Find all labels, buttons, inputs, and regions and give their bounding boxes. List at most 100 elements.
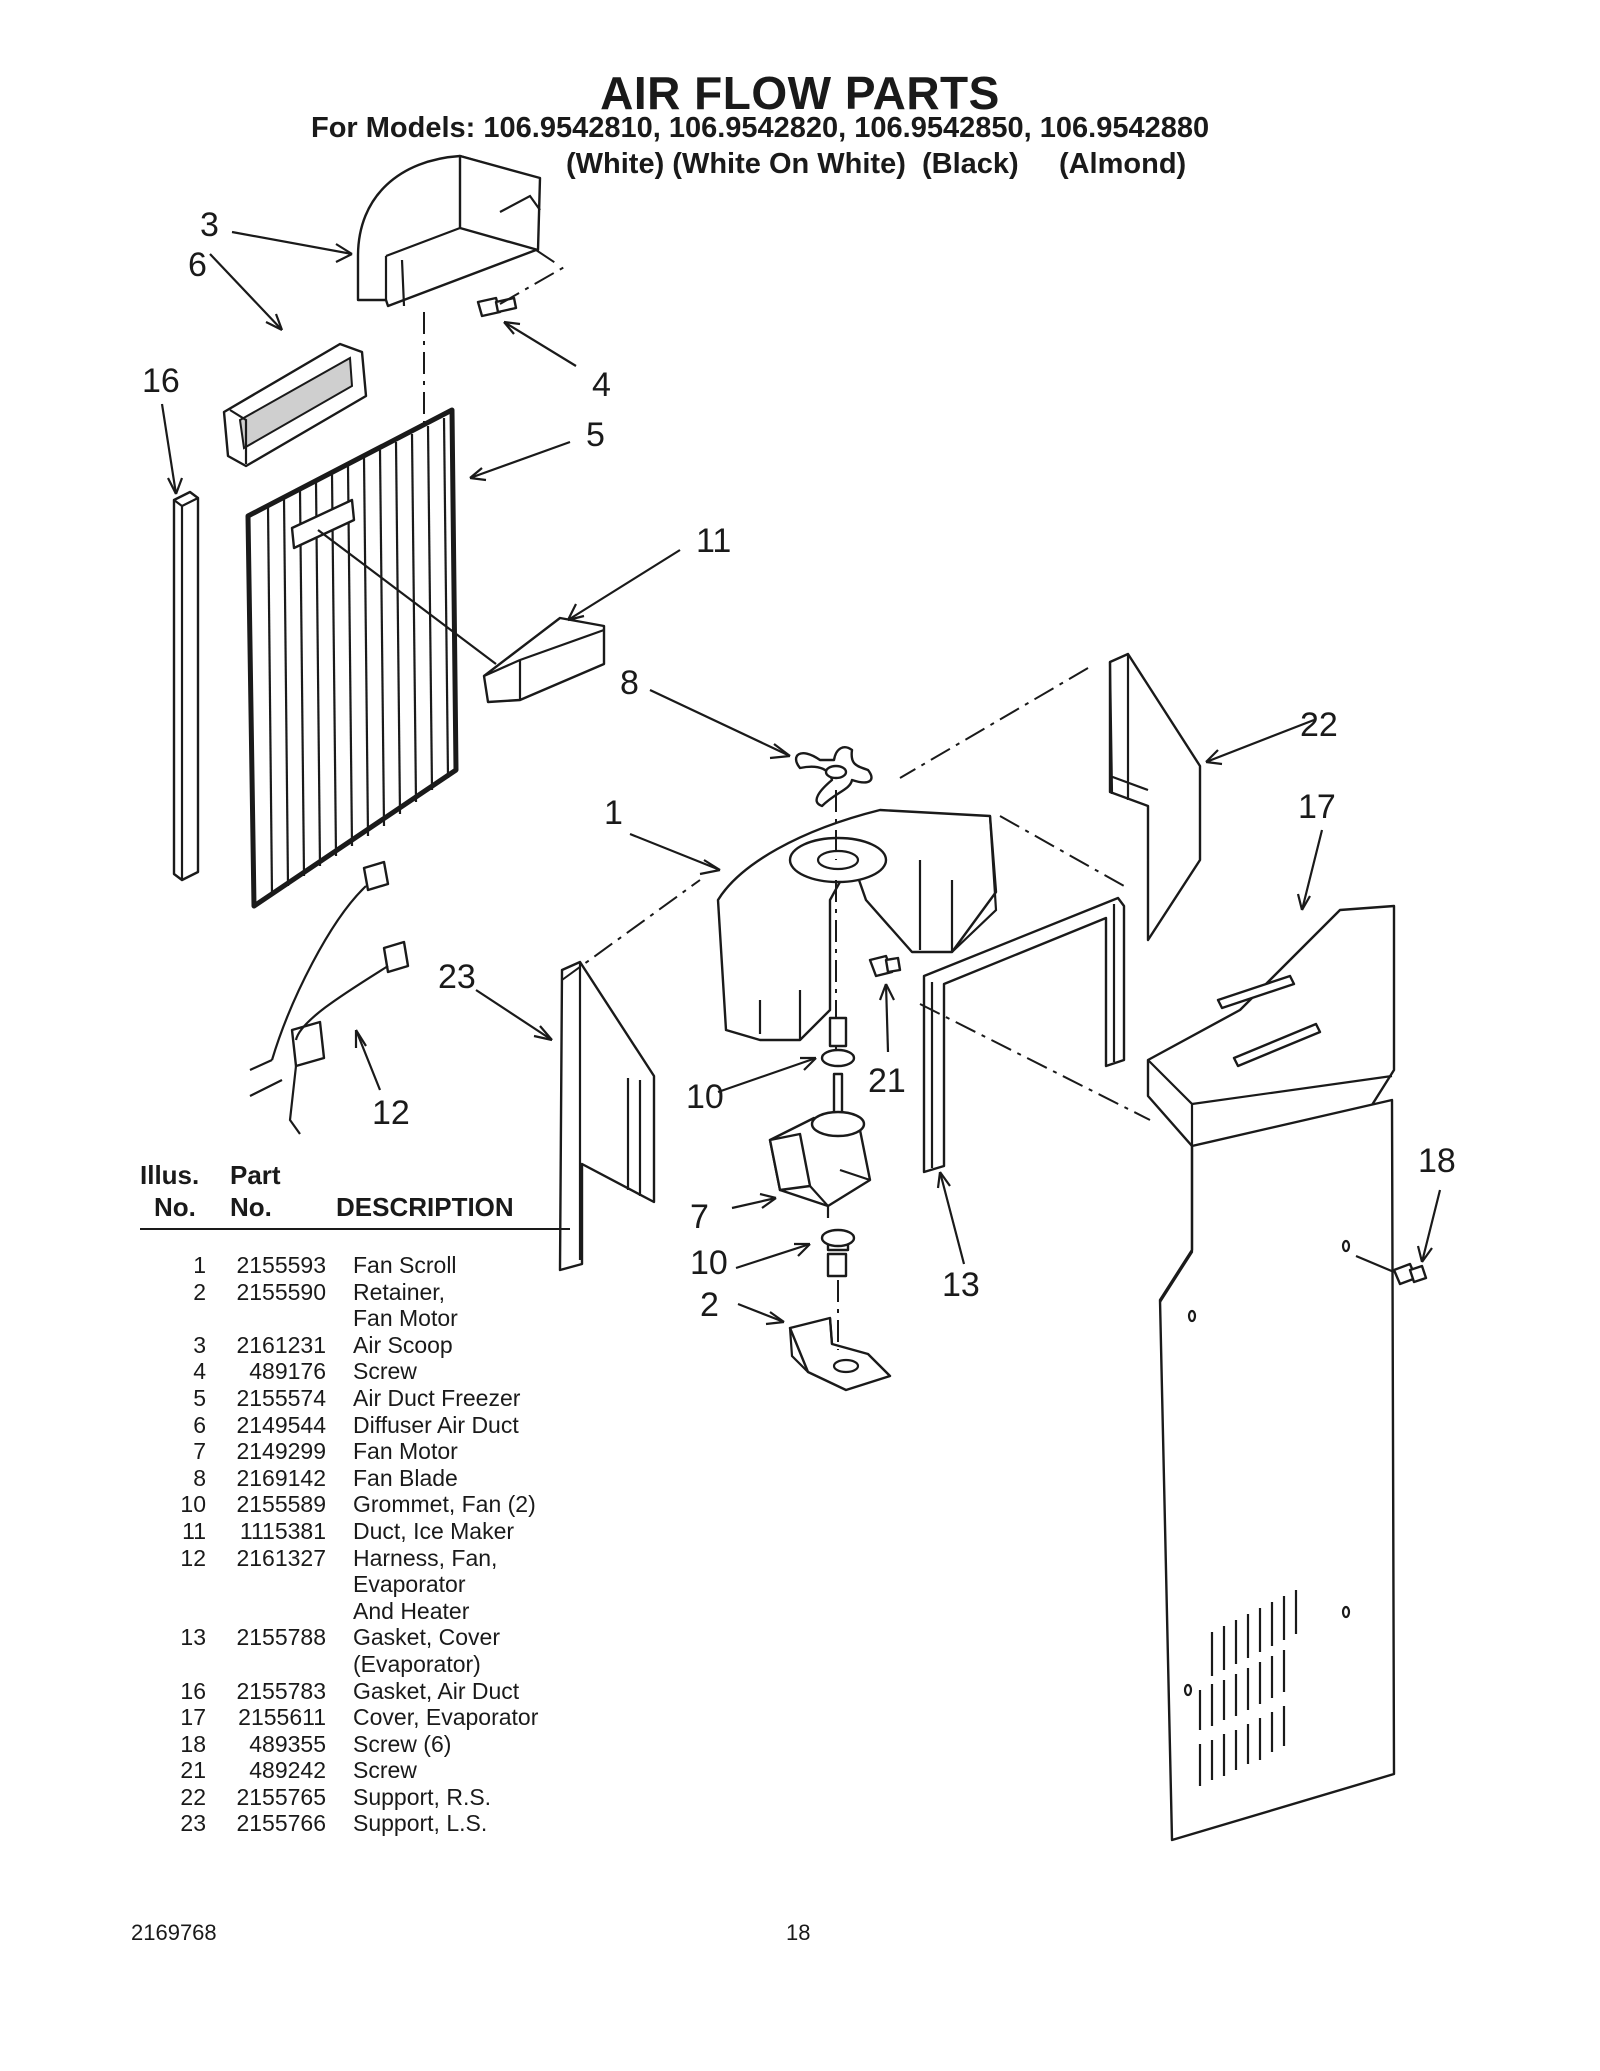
callout-22: 22 bbox=[1300, 706, 1338, 744]
part-description: Retainer, bbox=[353, 1278, 446, 1305]
part-description: (Evaporator) bbox=[353, 1650, 481, 1677]
illus-number: 12 bbox=[180, 1544, 206, 1571]
illus-number: 6 bbox=[193, 1411, 206, 1438]
illus-number: 10 bbox=[180, 1491, 206, 1518]
part-description: Support, L.S. bbox=[353, 1810, 488, 1837]
parts-table-header: Illus. No. Part No. DESCRIPTION bbox=[140, 1160, 570, 1230]
part-description: Fan Blade bbox=[353, 1464, 458, 1491]
callout-8: 8 bbox=[620, 664, 639, 702]
models-subtitle: For Models: 106.9542810, 106.9542820, 10… bbox=[311, 112, 1210, 144]
callout-1: 1 bbox=[604, 794, 623, 832]
right-support-part bbox=[899, 652, 1202, 942]
callout-6: 6 bbox=[188, 246, 207, 284]
illus-number: 21 bbox=[180, 1757, 206, 1784]
header-description: DESCRIPTION bbox=[336, 1192, 514, 1222]
illus-number: 2 bbox=[193, 1278, 206, 1305]
screw-part-21 bbox=[868, 954, 902, 978]
part-description: And Heater bbox=[353, 1597, 470, 1624]
part-description: Grommet, Fan (2) bbox=[353, 1491, 536, 1518]
part-description: Duct, Ice Maker bbox=[353, 1517, 515, 1544]
header-part-1: Part bbox=[230, 1160, 281, 1190]
callout-7: 7 bbox=[690, 1198, 709, 1236]
air-duct-freezer-part bbox=[245, 312, 459, 909]
part-number: 1115381 bbox=[239, 1517, 326, 1544]
parts-table-row: And Heater bbox=[140, 1598, 570, 1625]
part-description: Gasket, Cover bbox=[353, 1624, 500, 1651]
screw-part-18 bbox=[1355, 1254, 1428, 1286]
illus-number: 7 bbox=[193, 1438, 206, 1465]
illus-number: 18 bbox=[180, 1730, 206, 1757]
callout-21: 21 bbox=[868, 1062, 906, 1100]
callout-18: 18 bbox=[1418, 1142, 1456, 1180]
callout-23: 23 bbox=[438, 958, 476, 996]
illus-number: 13 bbox=[180, 1624, 206, 1651]
part-number: 489355 bbox=[249, 1730, 326, 1757]
part-number: 2161327 bbox=[236, 1544, 326, 1571]
illus-number: 11 bbox=[182, 1517, 206, 1544]
part-description: Evaporator bbox=[353, 1571, 466, 1598]
part-description: Fan Scroll bbox=[353, 1252, 457, 1278]
callout-3: 3 bbox=[200, 206, 219, 244]
parts-table-row: 11 1115381 Duct, Ice Maker bbox=[140, 1518, 570, 1545]
part-description: Fan Motor bbox=[353, 1305, 458, 1332]
parts-table-row: Fan Motor bbox=[140, 1305, 570, 1332]
harness-part bbox=[249, 860, 410, 1135]
part-number: 2155783 bbox=[236, 1677, 326, 1704]
evaporator-gasket-part bbox=[922, 815, 1126, 1174]
part-number: 2155766 bbox=[236, 1810, 326, 1837]
part-number: 2155788 bbox=[236, 1624, 326, 1651]
callout-16: 16 bbox=[142, 362, 180, 400]
part-number: 2155589 bbox=[236, 1491, 326, 1518]
part-description: Fan Motor bbox=[353, 1438, 458, 1465]
header-part-2: No. bbox=[230, 1192, 272, 1222]
callout-labels: 3 6 16 4 5 11 8 22 17 1 23 12 21 10 18 7… bbox=[142, 206, 1456, 1324]
part-description: Diffuser Air Duct bbox=[353, 1411, 519, 1438]
part-number: 489242 bbox=[249, 1757, 326, 1784]
callout-10-lower: 10 bbox=[690, 1244, 728, 1282]
screw-part-4 bbox=[476, 249, 567, 318]
part-number: 2155590 bbox=[236, 1278, 326, 1305]
callout-5: 5 bbox=[586, 416, 605, 454]
part-description: Harness, Fan, bbox=[353, 1544, 498, 1571]
ice-maker-duct-part bbox=[317, 529, 606, 704]
illus-number: 22 bbox=[180, 1783, 206, 1810]
illus-number: 1 bbox=[193, 1252, 206, 1278]
parts-table-row: Evaporator bbox=[140, 1571, 570, 1598]
callout-17: 17 bbox=[1298, 788, 1336, 826]
fan-scroll-part bbox=[716, 808, 998, 1042]
parts-table-row: 18 489355 Screw (6) bbox=[140, 1731, 570, 1758]
part-number: 2155765 bbox=[236, 1783, 326, 1810]
part-description: Screw bbox=[353, 1358, 417, 1385]
callout-2: 2 bbox=[700, 1286, 719, 1324]
fan-motor-assembly bbox=[768, 1016, 872, 1278]
part-number: 2149544 bbox=[236, 1411, 326, 1438]
parts-table-row: (Evaporator) bbox=[140, 1651, 570, 1678]
part-description: Screw (6) bbox=[353, 1730, 452, 1757]
header-illus-2: No. bbox=[154, 1192, 196, 1222]
part-number: 2155611 bbox=[238, 1704, 326, 1731]
leader-lines bbox=[160, 230, 1442, 1326]
parts-table-row: 2 2155590 Retainer, bbox=[140, 1279, 570, 1306]
illus-number: 8 bbox=[193, 1464, 206, 1491]
parts-table-row: 6 2149544 Diffuser Air Duct bbox=[140, 1412, 570, 1439]
callout-11: 11 bbox=[696, 522, 731, 560]
illus-number: 3 bbox=[193, 1331, 206, 1358]
part-description: Support, R.S. bbox=[353, 1783, 492, 1810]
part-number: 489176 bbox=[249, 1358, 326, 1385]
callout-10-upper: 10 bbox=[686, 1078, 724, 1116]
illus-number: 5 bbox=[193, 1384, 206, 1411]
document-number: 2169768 bbox=[131, 1920, 217, 1945]
parts-table-row: 22 2155765 Support, R.S. bbox=[140, 1784, 570, 1811]
